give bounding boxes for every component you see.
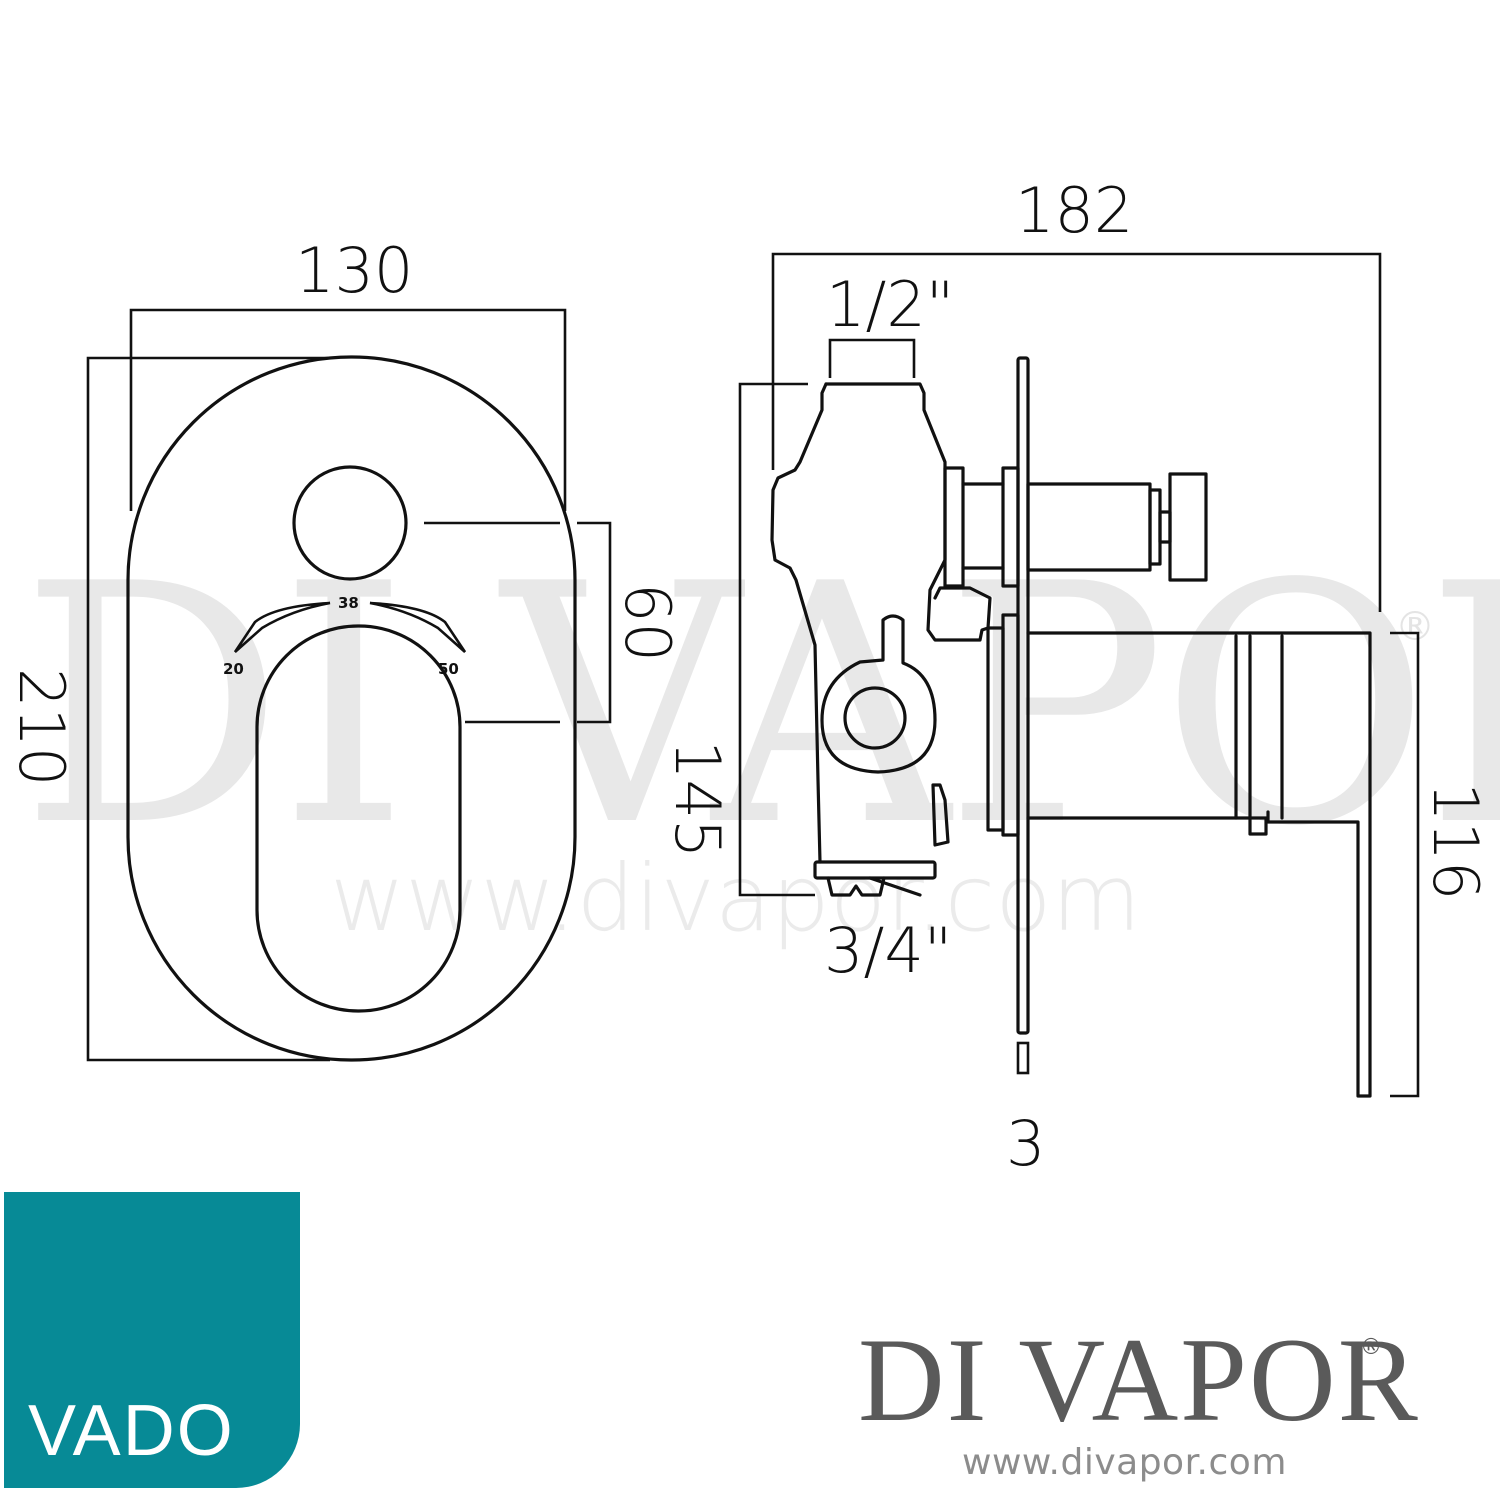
dimension-line-height: [86, 356, 330, 1062]
dimension-spacing: 60: [611, 583, 684, 662]
outlet-size: 3/4": [824, 914, 952, 987]
diverter-knob-side: [1168, 472, 1208, 582]
divapor-logo-registered: ®: [1360, 1335, 1382, 1360]
diverter-knob: [292, 465, 408, 581]
diverter-flange-inner: [943, 466, 965, 588]
temp-label-min: 20: [223, 660, 244, 678]
inlet-bracket: [828, 338, 916, 378]
dimension-line-depth: [771, 252, 1382, 612]
valve-lug: [931, 783, 950, 847]
dimension-body: 145: [661, 740, 734, 858]
dimension-line-body: [738, 382, 815, 897]
divapor-logo-url: www.divapor.com: [962, 1442, 1287, 1483]
valve-body: [770, 382, 992, 864]
vado-logo-text: VADO: [28, 1391, 235, 1471]
mounting-lug-hole: [843, 686, 907, 750]
dimension-depth: 182: [1015, 174, 1133, 247]
dimension-line-spacing: [577, 521, 612, 724]
mounting-lug: [820, 614, 937, 774]
temp-label-max: 50: [438, 660, 459, 678]
temp-arrow-left: [233, 601, 331, 653]
cover-plate-outline: [126, 355, 577, 1062]
divapor-logo-brand: DI VAPOR: [858, 1313, 1420, 1446]
temp-arrow-right: [369, 601, 467, 653]
dimension-width: 130: [295, 234, 413, 307]
lever-flange-outer: [1001, 613, 1020, 837]
inlet-size: 1/2": [826, 268, 954, 341]
watermark: DI VAPOR ® www.divapor.com: [20, 514, 1500, 952]
watermark-registered: ®: [1395, 604, 1435, 650]
dimension-line-lever: [1390, 631, 1420, 1098]
plate-thickness-marker: [1016, 1041, 1030, 1075]
lever-body: [1026, 631, 1372, 1098]
outlet-nut: [826, 876, 886, 897]
dimension-height: 210: [5, 668, 78, 786]
watermark-url: www.divapor.com: [330, 845, 1141, 952]
vado-logo: VADO: [4, 1192, 300, 1488]
dimension-line-width: [129, 308, 567, 511]
side-view: 182 1/2" 145 3/4" 3: [661, 174, 1492, 1180]
diverter-flange-outer: [1001, 466, 1020, 588]
front-view: 38 20 50 130 210 60: [5, 234, 684, 1062]
temp-label-mid: 38: [338, 594, 359, 612]
dimension-plate-thickness: 3: [1006, 1107, 1045, 1180]
lever-handle-outline: [255, 624, 462, 1013]
lever-grub-screw: [1248, 816, 1268, 836]
watermark-brand: DI VAPOR: [20, 514, 1500, 898]
dimension-lever: 116: [1419, 782, 1492, 900]
outlet-nut-collar: [813, 860, 937, 880]
outlet-nut-face: [868, 876, 922, 897]
